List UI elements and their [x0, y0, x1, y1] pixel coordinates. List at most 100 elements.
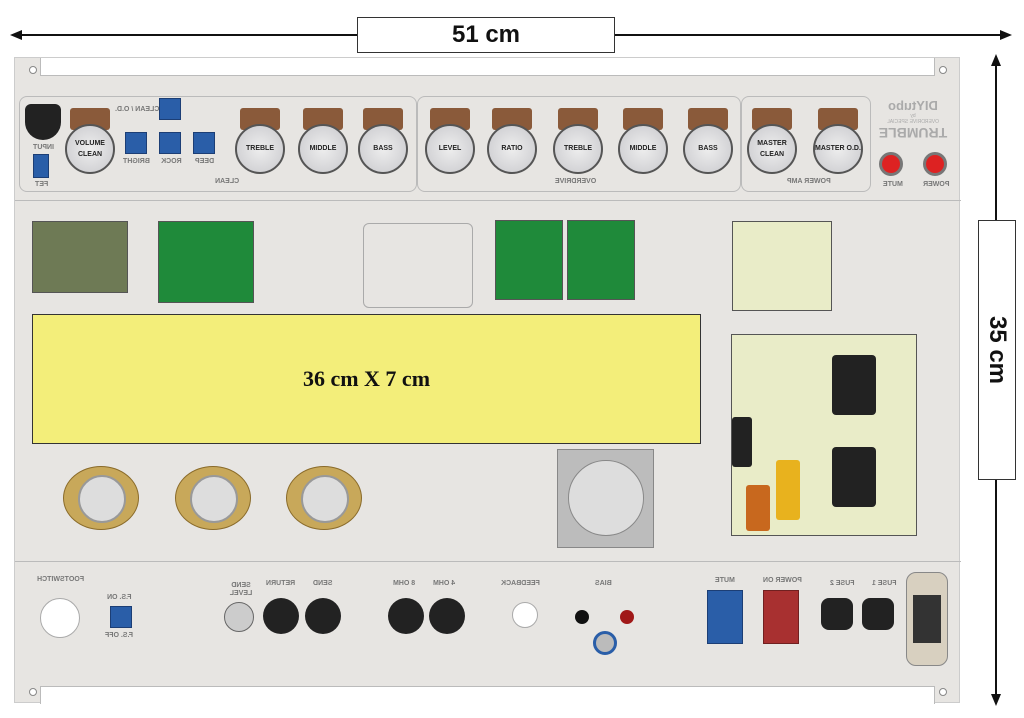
- fs-on-label: F.S. ON: [107, 594, 132, 601]
- group-label-power-amp: POWER AMP: [787, 178, 831, 185]
- 4ohm-jack[interactable]: [429, 598, 465, 634]
- capacitor: [776, 460, 800, 520]
- return-jack[interactable]: [263, 598, 299, 634]
- pot-body: [240, 108, 280, 130]
- height-dimension-box: 35 cm: [978, 220, 1016, 480]
- bias-test-red[interactable]: [620, 610, 634, 624]
- logo: DIYtubo by OVERDRIVE SPECIAL TRUMBLE: [873, 98, 953, 141]
- top-flange: [40, 58, 935, 76]
- relay-board-2: [567, 220, 635, 300]
- rotary-selector: [557, 449, 654, 548]
- power-on-label: POWER ON: [763, 577, 802, 584]
- power-lamp[interactable]: [923, 152, 947, 176]
- pot-label: LEVEL: [438, 145, 462, 153]
- pot-knob[interactable]: LEVEL: [425, 124, 475, 174]
- send-level-pot[interactable]: [224, 602, 254, 632]
- pot-knob[interactable]: VOLUME CLEAN: [65, 124, 115, 174]
- divider: [15, 561, 961, 562]
- bright-switch[interactable]: [125, 132, 147, 154]
- mute-switch-label: MUTE: [715, 577, 735, 584]
- deep-switch[interactable]: [193, 132, 215, 154]
- bias-label: BIAS: [595, 580, 612, 587]
- send-level-label: SEND LEVEL: [229, 582, 253, 597]
- feedback-label: FEEDBACK: [501, 580, 540, 587]
- fuse2-holder[interactable]: [821, 598, 853, 630]
- power-toggle[interactable]: [763, 590, 799, 644]
- fet-board: [32, 221, 128, 293]
- filter-board: [732, 221, 832, 311]
- pot-knob[interactable]: MIDDLE: [618, 124, 668, 174]
- width-dimension-label: 51 cm: [357, 17, 615, 53]
- iec-power-inlet[interactable]: [906, 572, 948, 666]
- chassis-panel: CLEAN OVERDRIVE POWER AMP INPUT FET CLEA…: [14, 57, 961, 704]
- pot-label: MASTER CLEAN: [757, 139, 787, 158]
- bottom-flange: [40, 686, 935, 704]
- bias-trimmer[interactable]: [593, 631, 617, 655]
- pot-label: VOLUME CLEAN: [75, 139, 105, 158]
- mute-label: MUTE: [883, 181, 903, 188]
- mount-hole: [939, 688, 947, 696]
- mute-toggle[interactable]: [707, 590, 743, 644]
- mount-hole: [939, 66, 947, 74]
- fs-off-label: F.S. OFF: [105, 632, 133, 639]
- mount-hole: [29, 688, 37, 696]
- power-supply-board: [731, 334, 917, 536]
- pot-label: TREBLE: [564, 145, 592, 153]
- fuse1-label: FUSE 1: [872, 580, 897, 587]
- input-jack[interactable]: [25, 104, 61, 140]
- pot-knob[interactable]: MASTER CLEAN: [747, 124, 797, 174]
- tube-socket: [175, 466, 251, 530]
- pot-label: MASTER O.D.: [815, 145, 861, 153]
- pot-knob[interactable]: BASS: [683, 124, 733, 174]
- pot-body: [430, 108, 470, 130]
- capacitor: [832, 447, 876, 507]
- footswitch-label: FOOTSWITCH: [37, 576, 85, 583]
- send-jack[interactable]: [305, 598, 341, 634]
- tube-socket: [286, 466, 362, 530]
- pot-knob[interactable]: BASS: [358, 124, 408, 174]
- mount-hole: [29, 66, 37, 74]
- rock-label: ROCK: [161, 158, 182, 165]
- pot-body: [303, 108, 343, 130]
- pot-label: MIDDLE: [309, 145, 337, 153]
- power-amp-group: [741, 96, 871, 192]
- pot-body: [363, 108, 403, 130]
- pot-body: [558, 108, 598, 130]
- fuse2-label: FUSE 2: [830, 580, 855, 587]
- logo-brand: DIYtubo: [888, 98, 938, 113]
- divider: [15, 200, 961, 201]
- fs-switch[interactable]: [110, 606, 132, 628]
- pot-knob[interactable]: MIDDLE: [298, 124, 348, 174]
- capacitor: [746, 485, 770, 531]
- clean-od-switch[interactable]: [159, 98, 181, 120]
- bright-label: BRIGHT: [123, 158, 150, 165]
- relay-board-1: [495, 220, 563, 300]
- group-label-clean: CLEAN: [215, 178, 240, 185]
- pot-body: [818, 108, 858, 130]
- feedback-hole[interactable]: [512, 602, 538, 628]
- pot-label: BASS: [698, 145, 718, 153]
- fuse1-holder[interactable]: [862, 598, 894, 630]
- pot-knob[interactable]: TREBLE: [553, 124, 603, 174]
- overdrive-group: [417, 96, 741, 192]
- fet-label: FET: [35, 181, 49, 188]
- footswitch-jack-hole[interactable]: [40, 598, 80, 638]
- pot-body: [688, 108, 728, 130]
- 8ohm-jack[interactable]: [388, 598, 424, 634]
- pot-body: [70, 108, 110, 130]
- clean-group: [19, 96, 417, 192]
- pot-label: MIDDLE: [629, 145, 657, 153]
- mute-lamp[interactable]: [879, 152, 903, 176]
- pot-knob[interactable]: RATIO: [487, 124, 537, 174]
- logo-title: TRUMBLE: [878, 125, 948, 141]
- power-label: POWER: [923, 181, 950, 188]
- pot-label: TREBLE: [246, 145, 274, 153]
- transformer-outline: [363, 223, 473, 308]
- 8ohm-label: 8 OHM: [393, 580, 416, 587]
- pot-label: BASS: [373, 145, 393, 153]
- pot-knob[interactable]: TREBLE: [235, 124, 285, 174]
- pot-knob[interactable]: MASTER O.D.: [813, 124, 863, 174]
- fet-switch[interactable]: [33, 154, 49, 178]
- rock-switch[interactable]: [159, 132, 181, 154]
- bias-test-black[interactable]: [575, 610, 589, 624]
